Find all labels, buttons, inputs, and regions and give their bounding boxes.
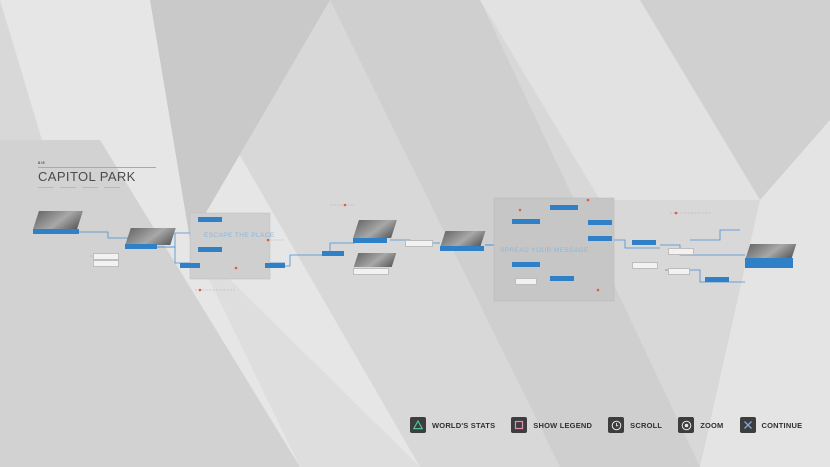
flow-node[interactable] xyxy=(550,276,574,281)
flow-node[interactable] xyxy=(33,229,79,234)
cross-icon xyxy=(739,417,756,433)
stat-bar xyxy=(38,187,54,189)
zoom-stick-icon xyxy=(678,417,695,433)
flow-node[interactable] xyxy=(668,268,690,275)
scene-thumbnail xyxy=(125,228,176,245)
flow-node[interactable] xyxy=(322,251,344,256)
zoom-button[interactable]: ZOOM xyxy=(678,417,723,433)
flow-node[interactable] xyxy=(198,217,222,222)
flow-node[interactable] xyxy=(353,268,389,275)
flow-node[interactable] xyxy=(705,277,729,282)
chapter-header: 8/5 CAPITOL PARK xyxy=(38,160,158,189)
flow-node[interactable] xyxy=(512,262,540,267)
flow-node[interactable] xyxy=(93,260,119,267)
scroll-button[interactable]: SCROLL xyxy=(608,417,662,433)
stat-bar xyxy=(104,187,120,189)
flow-node[interactable] xyxy=(512,219,540,224)
flow-node[interactable] xyxy=(125,244,157,249)
scroll-label: SCROLL xyxy=(630,420,663,430)
header-divider xyxy=(38,167,156,168)
flow-node[interactable] xyxy=(515,278,537,285)
scene-thumbnail xyxy=(353,220,397,238)
flow-node[interactable] xyxy=(353,238,387,243)
chapter-title: CAPITOL PARK xyxy=(38,169,136,184)
flow-node[interactable] xyxy=(93,253,119,260)
chapter-tag: 8/5 xyxy=(38,160,46,165)
square-icon xyxy=(511,417,528,433)
flow-node[interactable] xyxy=(588,236,612,241)
flow-node[interactable] xyxy=(668,248,694,255)
section-title-spread: SPREAD YOUR MESSAGE xyxy=(500,247,589,254)
flow-node[interactable] xyxy=(440,246,484,251)
show-legend-label: SHOW LEGEND xyxy=(533,420,593,430)
flow-node[interactable] xyxy=(588,220,612,225)
flow-node[interactable] xyxy=(550,205,578,210)
stat-bar xyxy=(82,187,98,189)
scene-thumbnail xyxy=(33,211,83,229)
footer-controls: WORLD'S STATS SHOW LEGEND SCROLL ZOOM CO… xyxy=(410,417,818,433)
zoom-label: ZOOM xyxy=(700,420,724,430)
section-title-escape: ESCAPE THE PLACE xyxy=(204,232,275,239)
flow-node[interactable] xyxy=(405,240,433,247)
flow-node[interactable] xyxy=(632,240,656,245)
scene-thumbnail xyxy=(353,253,397,267)
continue-button[interactable]: CONTINUE xyxy=(739,417,803,433)
chapter-stats xyxy=(38,187,158,189)
flow-node[interactable] xyxy=(745,258,793,268)
flow-node[interactable] xyxy=(265,263,285,268)
scroll-stick-icon xyxy=(608,417,625,433)
triangle-icon xyxy=(410,417,426,433)
scene-thumbnail xyxy=(440,231,486,246)
worlds-stats-label: WORLD'S STATS xyxy=(432,420,496,430)
flow-node[interactable] xyxy=(632,262,658,269)
worlds-stats-button[interactable]: WORLD'S STATS xyxy=(410,417,495,433)
stat-bar xyxy=(60,187,76,189)
show-legend-button[interactable]: SHOW LEGEND xyxy=(511,417,592,433)
scene-thumbnail xyxy=(745,244,797,258)
flow-node[interactable] xyxy=(198,247,222,252)
flow-node[interactable] xyxy=(180,263,200,268)
continue-label: CONTINUE xyxy=(761,420,803,430)
